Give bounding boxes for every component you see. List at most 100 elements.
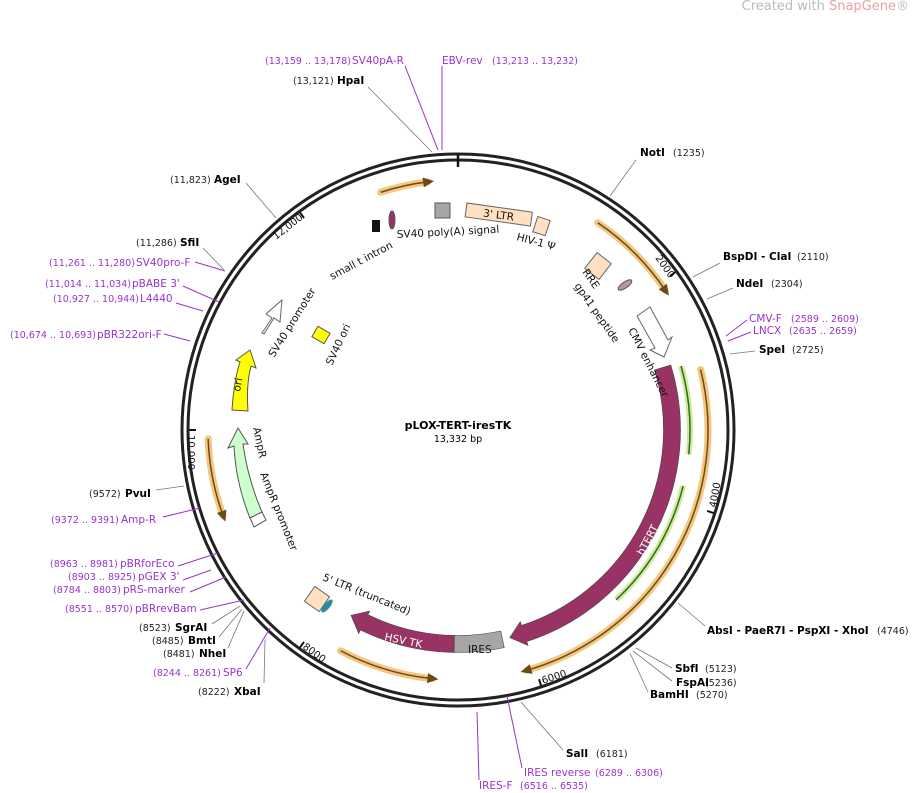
primer-site[interactable]: (8244 .. 8261)SP6: [153, 627, 271, 679]
feature-3ltr[interactable]: 3' LTR: [464, 202, 533, 227]
feature-5ltr-small[interactable]: [320, 598, 335, 614]
primer-name: pBRforEco: [120, 558, 174, 570]
primer-range: (10,674 .. 10,693): [10, 330, 96, 341]
enzyme-site[interactable]: (5270)BamHI: [629, 652, 728, 701]
primer-name: pGEX 3': [138, 571, 180, 583]
enzyme-site[interactable]: (8485)BmtI: [152, 608, 243, 647]
leader-line: [635, 647, 673, 669]
primer-site[interactable]: (13,159 .. 13,178)SV40pA-R: [265, 55, 439, 151]
enzyme-position: (9572): [89, 489, 121, 500]
enzyme-site[interactable]: (1235)NotI: [609, 147, 705, 197]
feature-gp41[interactable]: [617, 278, 634, 292]
primer-site[interactable]: (10,674 .. 10,693)pBR322ori-F: [10, 329, 191, 342]
primer-site[interactable]: (13,213 .. 13,232)EBV-rev: [441, 55, 578, 150]
leader-line: [706, 287, 734, 300]
primer-leader: [245, 627, 271, 670]
primer-site[interactable]: (8963 .. 8981)pBRforEco: [50, 552, 219, 570]
credit-prefix: Created with: [741, 0, 829, 14]
enzyme-site[interactable]: (2725)SpeI: [729, 344, 824, 356]
snapgene-credit: Created with SnapGene®: [742, 0, 909, 14]
leader-line: [202, 247, 225, 271]
enzyme-site[interactable]: (8523)SgrAI: [139, 605, 241, 634]
enzyme-position: (2304): [771, 279, 803, 290]
label-small-t-intron: small t intron: [328, 239, 395, 282]
enzyme-position: (8222): [198, 687, 230, 698]
primer-range: (9372 .. 9391): [51, 515, 119, 526]
enzyme-name: BamHI: [650, 689, 689, 701]
enzyme-name: HpaI: [337, 75, 364, 87]
feature-ires[interactable]: [453, 630, 505, 653]
feature-ori[interactable]: [231, 349, 257, 412]
feature-small-t-2[interactable]: [388, 210, 396, 230]
primer-site[interactable]: (8903 .. 8925)pGEX 3': [68, 569, 212, 583]
label-sv40-promoter: SV40 promoter: [266, 285, 319, 359]
arrowhead-icon: [422, 177, 435, 188]
enzyme-site[interactable]: (8481)NheI: [163, 610, 245, 660]
enzyme-site[interactable]: (13,121)HpaI: [293, 75, 433, 153]
primer-bind-arc[interactable]: [526, 369, 709, 672]
primer-site[interactable]: (6516 .. 6535)IRES-F: [476, 711, 588, 792]
primer-range: (8551 .. 8570): [65, 604, 133, 615]
enzyme-position: (11,823): [170, 175, 211, 186]
primer-leader: [182, 569, 212, 581]
feature-hiv-psi[interactable]: [532, 215, 551, 237]
enzyme-site[interactable]: (2304)NdeI: [706, 278, 803, 300]
feature-small-t[interactable]: [372, 220, 380, 232]
enzyme-name: AbsI - PaeR7I - PspXI - XhoI: [707, 625, 869, 637]
enzyme-site[interactable]: (11,286)SfiI: [136, 237, 225, 271]
label-ampr-promoter: AmpR promoter: [257, 471, 300, 553]
primer-site[interactable]: (6289 .. 6306) IRES reverse: [506, 695, 663, 779]
enzyme-position: (8481): [163, 649, 195, 660]
enzyme-position: (5123): [705, 664, 737, 675]
enzyme-site[interactable]: (11,823)AgeI: [170, 174, 277, 219]
credit-brand: SnapGene: [828, 0, 896, 14]
primer-range: (6289 .. 6306): [595, 768, 663, 779]
leader-line: [245, 182, 277, 219]
feature-ampr[interactable]: [227, 426, 263, 519]
feature-htert[interactable]: [509, 364, 681, 646]
primer-bind-arc[interactable]: [597, 222, 666, 291]
enzyme-site[interactable]: (5123)SbfI: [635, 647, 737, 675]
primer-leader: [506, 695, 523, 769]
primer-site[interactable]: (8551 .. 8570)pBRrevBam: [65, 599, 245, 615]
tick-12000: 12,000: [271, 212, 305, 242]
leader-line: [211, 605, 241, 625]
feature-hsv-tk[interactable]: [350, 610, 455, 653]
feature-ampr-promoter[interactable]: [249, 511, 267, 528]
primer-range: (10,927 .. 10,944): [53, 294, 139, 305]
leader-line: [729, 350, 756, 355]
green-feature-arc[interactable]: [680, 365, 691, 455]
primer-bind-arc[interactable]: [340, 650, 432, 680]
green-feature-arc[interactable]: [615, 485, 684, 601]
label-gp41-peptide: gp41 peptide: [572, 281, 622, 345]
label-ampr: AmpR: [250, 426, 268, 459]
primer-range: (11,014 .. 11,034): [45, 279, 131, 290]
primer-site[interactable]: (2589 .. 2609)CMV-F: [725, 313, 859, 337]
feature-sv40-promoter[interactable]: [261, 298, 283, 335]
feature-sv40-polya[interactable]: [434, 202, 451, 219]
label-hiv-psi: HIV-1 Ψ: [515, 231, 556, 253]
primer-site[interactable]: (8784 .. 8803)pRS-marker: [53, 576, 227, 596]
enzyme-site[interactable]: (4746)AbsI - PaeR7I - PspXI - XhoI: [677, 602, 909, 637]
enzyme-site[interactable]: (5236)FspAI: [632, 650, 737, 689]
leader-line: [632, 650, 673, 682]
feature-5ltr[interactable]: [303, 585, 331, 613]
primer-bind-arc[interactable]: [207, 438, 224, 516]
primer-name: IRES reverse: [524, 767, 591, 779]
enzyme-site[interactable]: (2110)BspDI - ClaI: [692, 251, 829, 278]
feature-rre[interactable]: [584, 251, 612, 281]
feature-sv40-ori[interactable]: [311, 325, 331, 345]
enzyme-site[interactable]: (8222)XbaI: [198, 639, 266, 698]
feature-cmv-enhancer[interactable]: [636, 306, 674, 358]
primer-site[interactable]: (11,261 .. 11,280)SV40pro-F: [49, 257, 226, 272]
primer-site[interactable]: (10,927 .. 10,944)L4440: [53, 293, 204, 312]
enzyme-site[interactable]: (9572)PvuI: [89, 485, 185, 500]
primer-site[interactable]: (11,014 .. 11,034)pBABE 3': [45, 278, 220, 303]
primer-name: SP6: [223, 667, 243, 679]
enzyme-site[interactable]: (6181)SalI: [520, 701, 628, 760]
primer-site[interactable]: (9372 .. 9391)Amp-R: [51, 507, 201, 526]
primer-leader: [175, 302, 204, 312]
primer-site[interactable]: (2635 .. 2659)LNCX: [727, 325, 857, 342]
arrowhead-icon: [426, 673, 439, 684]
primer-range: (6516 .. 6535): [520, 781, 588, 792]
